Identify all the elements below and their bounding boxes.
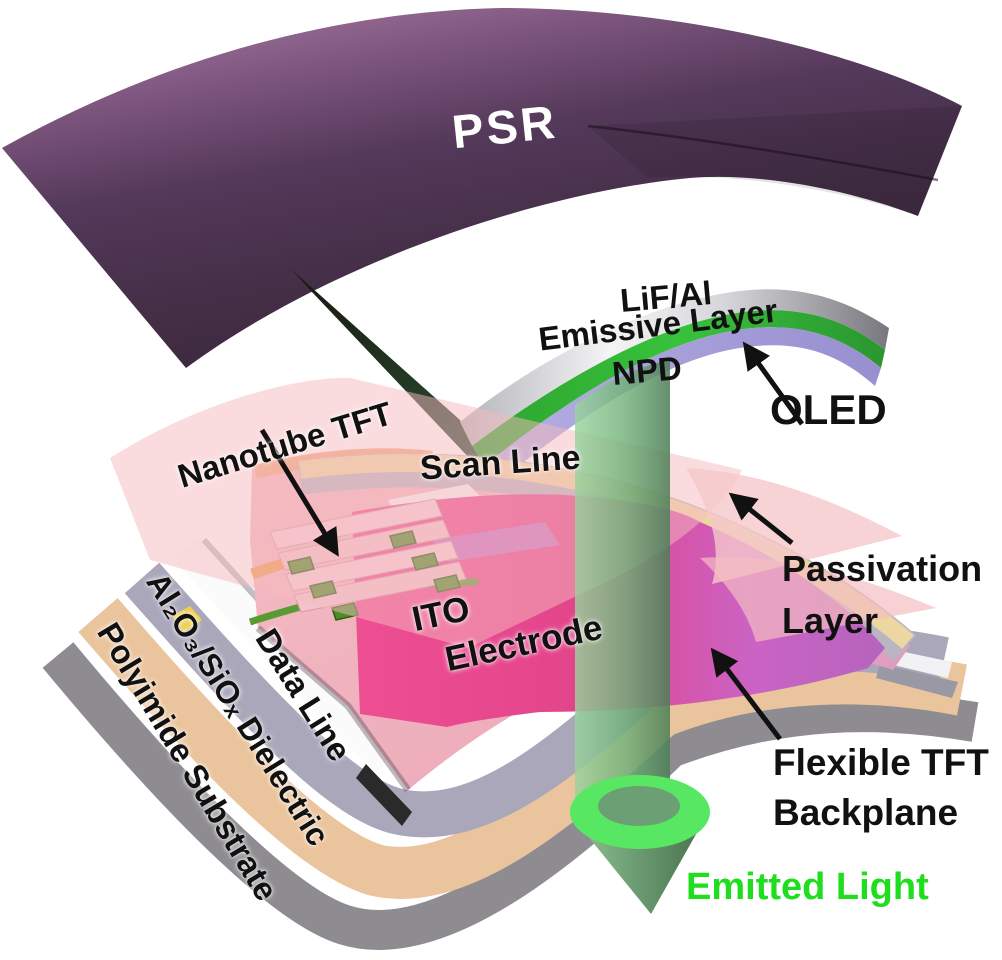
arrow-nanotube-tft [259,428,339,557]
lif-al-layer [460,289,889,446]
light-ring-hole [598,786,680,826]
label-psr: PSR [449,94,561,159]
label-flexible-line1: Flexible TFT [773,742,989,783]
label-flexible-tft-backplane: Flexible TFT Backplane [773,738,989,838]
data-line-black-strip [356,764,412,826]
arrow-oled [742,341,805,426]
arrow-flexible-backplane [710,647,782,741]
label-passivation-layer: Passivation Layer [782,543,982,647]
annotation-arrows [259,341,805,741]
label-passivation-line2: Layer [782,600,879,642]
substrate-gray-band [42,642,979,950]
yellow-pad [172,606,202,632]
label-oled: OLED [770,386,887,433]
emitted-light-beam [570,360,710,914]
npd-layer-band [484,327,881,486]
passivation-wedge-lower [700,557,936,642]
emissive-layer-band [472,310,885,466]
label-emitted-light: Emitted Light [686,866,929,908]
arrow-passivation [728,492,794,545]
data-line-band [173,536,400,773]
label-flexible-line2: Backplane [773,791,959,833]
psr-layer [2,8,962,368]
light-column [575,360,670,805]
label-passivation-line1: Passivation [782,548,983,589]
